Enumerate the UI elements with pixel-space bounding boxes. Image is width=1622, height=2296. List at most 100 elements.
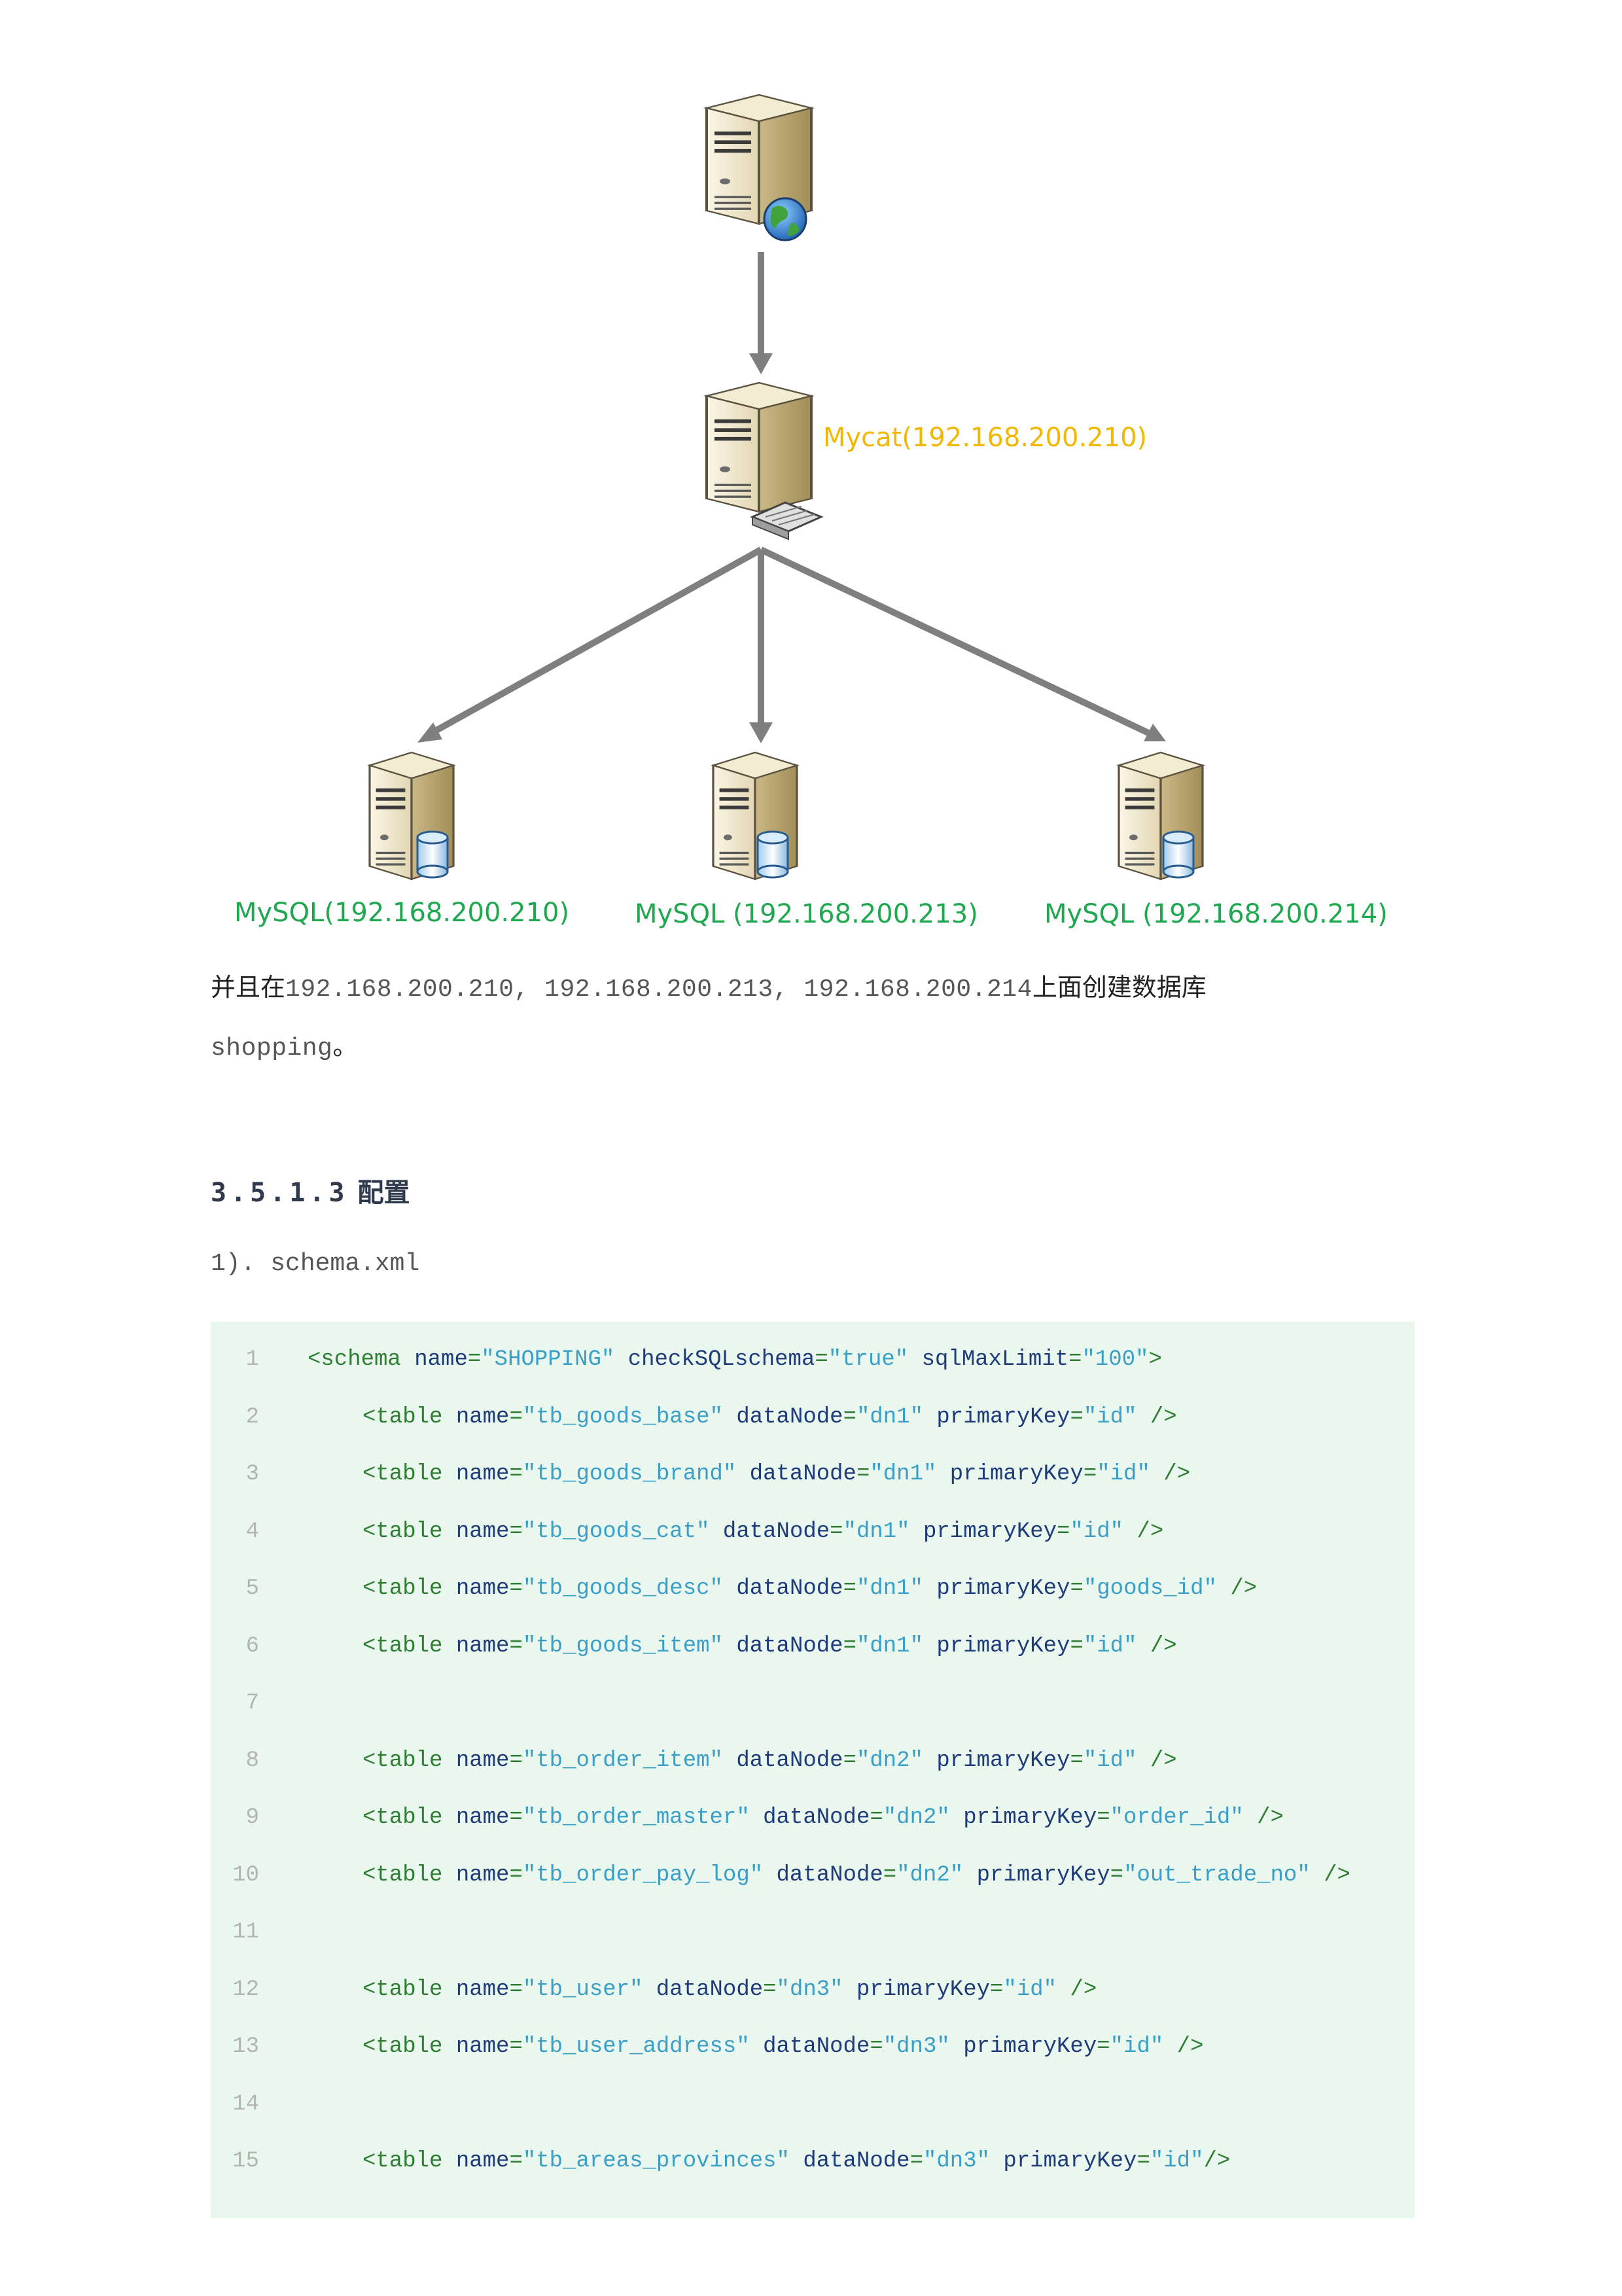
code-line: 8<table name="tb_order_item" dataNode="d…: [211, 1741, 1415, 1780]
code-token: [1311, 1863, 1324, 1888]
code-token: "id": [1003, 1977, 1057, 2002]
code-token: [442, 1462, 455, 1487]
code-token: =: [1070, 1748, 1084, 1773]
code-token: =: [830, 1519, 843, 1544]
code-token: [910, 1519, 923, 1544]
code-token: <schema: [308, 1347, 401, 1372]
code-token: "tb_goods_item": [522, 1633, 723, 1659]
mysql-label-1: MySQL(192.168.200.210): [234, 898, 569, 928]
code-token: [908, 1347, 921, 1372]
code-token: "id": [1070, 1519, 1124, 1544]
code-token: [442, 1576, 455, 1601]
code-token: name: [455, 1462, 510, 1487]
code-token: [1123, 1519, 1137, 1544]
code-token: =: [509, 1805, 523, 1830]
code-token: dataNode: [656, 1977, 764, 2002]
line-number: 9: [245, 1805, 259, 1830]
code-token: [401, 1347, 414, 1372]
code-token: primaryKey: [936, 1576, 1070, 1601]
code-token: =: [843, 1576, 856, 1601]
code-token: [750, 2034, 763, 2059]
code-token: "tb_areas_provinces": [522, 2149, 790, 2174]
code-token: "id": [1083, 1748, 1137, 1773]
code-token: [1057, 1977, 1070, 2002]
mysql-label-2: MySQL (192.168.200.213): [635, 899, 978, 929]
code-token: <table: [362, 1462, 443, 1487]
code-token: =: [1097, 1805, 1110, 1830]
code-token: =: [856, 1462, 870, 1487]
code-token: [1137, 1748, 1150, 1773]
code-token: checkSQLschema: [627, 1347, 815, 1372]
code-token: "dn3": [883, 2034, 950, 2059]
step-label: 1). schema.xml: [211, 1250, 420, 1278]
code-token: [442, 1863, 455, 1888]
section-number: 3.5.1.3: [211, 1178, 349, 1208]
code-token: =: [1068, 1347, 1082, 1372]
code-token: [442, 1748, 455, 1773]
line-number: 15: [232, 2149, 259, 2174]
code-token: =: [509, 1748, 523, 1773]
code-token: "dn2": [883, 1805, 950, 1830]
code-token: name: [455, 1576, 510, 1601]
code-token: [442, 2034, 455, 2059]
code-line: 7: [211, 1684, 1415, 1723]
code-text: <table name="tb_goods_brand" dataNode="d…: [362, 1455, 1190, 1494]
code-line: 9<table name="tb_order_master" dataNode=…: [211, 1798, 1415, 1837]
code-token: [1163, 2034, 1176, 2059]
code-token: =: [870, 1805, 883, 1830]
arrow-mycat-to-mysql-1: [430, 546, 763, 736]
code-token: =: [1083, 1462, 1097, 1487]
code-token: "goods_id": [1083, 1576, 1217, 1601]
code-token: =: [1110, 1862, 1124, 1888]
code-token: />: [1070, 1977, 1097, 2002]
code-token: "dn3": [923, 2149, 991, 2174]
code-token: dataNode: [736, 1748, 843, 1773]
code-token: [750, 1805, 763, 1830]
code-token: [442, 1805, 455, 1830]
mycat-label: Mycat(192.168.200.210): [823, 423, 1147, 453]
line-number: 1: [245, 1347, 259, 1372]
arrow-mycat-to-mysql-3: [759, 546, 1150, 736]
code-token: [923, 1405, 936, 1430]
code-token: "tb_user": [522, 1977, 643, 2002]
code-token: "id": [1150, 2149, 1204, 2174]
code-token: "dn1": [870, 1462, 937, 1487]
code-token: "dn2": [896, 1862, 964, 1888]
code-token: [723, 1634, 736, 1659]
code-token: [1150, 1462, 1163, 1487]
code-token: "dn2": [856, 1748, 923, 1773]
code-token: =: [509, 1519, 523, 1544]
code-text: <table name="tb_goods_desc" dataNode="dn…: [362, 1569, 1257, 1608]
line-number: 8: [245, 1748, 259, 1773]
code-token: "tb_order_item": [522, 1748, 723, 1773]
code-token: "tb_user_address": [522, 2034, 750, 2059]
code-token: "true": [828, 1347, 909, 1372]
paragraph-prefix: 并且在: [211, 973, 286, 1002]
code-token: "id": [1110, 2034, 1164, 2059]
code-token: =: [1070, 1633, 1084, 1659]
code-token: />: [1324, 1862, 1350, 1888]
code-token: "order_id": [1110, 1805, 1244, 1830]
code-token: =: [509, 2149, 523, 2174]
code-token: <table: [362, 2034, 443, 2059]
line-number: 7: [245, 1691, 259, 1716]
code-text: <schema name="SHOPPING" checkSQLschema="…: [308, 1340, 1162, 1379]
code-token: dataNode: [736, 1633, 843, 1659]
mycat-server-icon: [705, 381, 813, 514]
code-block[interactable]: 1<schema name="SHOPPING" checkSQLschema=…: [211, 1322, 1415, 2218]
code-token: [442, 1519, 455, 1544]
code-line: 11: [211, 1913, 1415, 1952]
code-token: =: [509, 1576, 523, 1601]
code-token: [1137, 1634, 1150, 1659]
code-token: dataNode: [749, 1462, 856, 1487]
code-token: primaryKey: [949, 1462, 1084, 1487]
code-line: 2<table name="tb_goods_base" dataNode="d…: [211, 1398, 1415, 1437]
code-token: >: [1148, 1347, 1162, 1372]
line-number: 6: [245, 1633, 259, 1659]
code-line: 4<table name="tb_goods_cat" dataNode="dn…: [211, 1512, 1415, 1551]
code-token: =: [1057, 1519, 1070, 1544]
network-card-icon: [750, 501, 824, 540]
code-token: [643, 1977, 656, 2002]
code-token: [710, 1519, 723, 1544]
code-token: [442, 2149, 455, 2174]
